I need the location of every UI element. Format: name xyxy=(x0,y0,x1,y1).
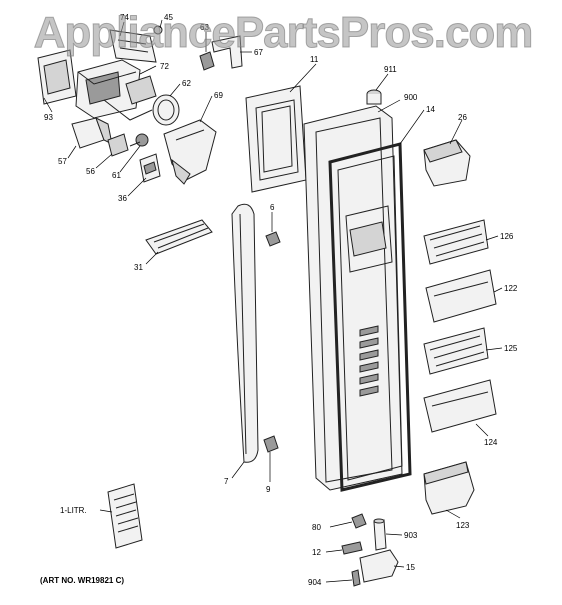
callout-62: 62 xyxy=(182,79,191,88)
callout-93: 93 xyxy=(44,113,53,122)
callout-67: 67 xyxy=(254,48,263,57)
part-123-bin[interactable] xyxy=(423,461,475,515)
part-124-bin[interactable] xyxy=(423,379,497,433)
part-126-bin[interactable] xyxy=(423,219,489,265)
callout-911: 911 xyxy=(384,65,397,74)
part-903-tube[interactable] xyxy=(373,518,387,551)
part-6-cap[interactable] xyxy=(265,231,281,247)
part-122-bin[interactable] xyxy=(425,269,497,323)
callout-904: 904 xyxy=(308,578,322,587)
callout-7: 7 xyxy=(224,477,229,486)
callout-36: 36 xyxy=(118,194,127,203)
callout-14: 14 xyxy=(426,105,435,114)
part-9-cap[interactable] xyxy=(263,435,279,453)
part-63-hinge[interactable] xyxy=(199,51,215,71)
callout-72: 72 xyxy=(160,62,169,71)
callout-80: 80 xyxy=(312,523,321,532)
part-literature[interactable] xyxy=(107,483,143,549)
callout-labels: 74 45 63 67 11 911 72 93 62 900 69 14 26… xyxy=(44,13,518,587)
part-911-plug[interactable] xyxy=(366,89,382,105)
callout-11: 11 xyxy=(310,55,319,64)
part-904-pin[interactable] xyxy=(351,569,361,587)
callout-1-litr: 1-LITR. xyxy=(60,506,87,515)
callout-56: 56 xyxy=(86,167,95,176)
callout-63: 63 xyxy=(200,23,209,32)
part-69-ice-chute[interactable] xyxy=(163,119,217,185)
callout-57: 57 xyxy=(58,157,67,166)
part-62-ring[interactable] xyxy=(152,94,180,126)
part-61-switch[interactable] xyxy=(129,133,149,147)
part-900-door[interactable] xyxy=(303,105,403,491)
part-dispenser-body[interactable] xyxy=(75,59,141,119)
callout-900: 900 xyxy=(404,93,418,102)
part-7-handle[interactable] xyxy=(231,203,259,463)
part-31-shelf[interactable] xyxy=(145,219,213,255)
part-36-switch[interactable] xyxy=(139,153,161,183)
part-74-bracket[interactable] xyxy=(109,29,157,63)
callout-124: 124 xyxy=(484,438,498,447)
callout-123: 123 xyxy=(456,521,470,530)
part-125-bin[interactable] xyxy=(423,327,489,375)
part-72-chute[interactable] xyxy=(103,75,157,121)
callout-122: 122 xyxy=(504,284,518,293)
part-67-bracket[interactable] xyxy=(211,35,243,69)
part-26-cover[interactable] xyxy=(423,139,471,187)
leader-lines xyxy=(43,19,503,583)
callout-31: 31 xyxy=(134,263,143,272)
callout-903: 903 xyxy=(404,531,418,540)
callout-61: 61 xyxy=(112,171,121,180)
callout-6: 6 xyxy=(270,203,275,212)
callout-15: 15 xyxy=(406,563,415,572)
part-11-frame[interactable] xyxy=(245,85,307,193)
part-93-housing[interactable] xyxy=(37,49,77,105)
art-number-label: (ART NO. WR19821 C) xyxy=(40,576,125,585)
part-56-coupling[interactable] xyxy=(107,133,129,157)
part-liner-supports xyxy=(359,325,379,397)
part-80-screw[interactable] xyxy=(351,513,367,529)
callout-126: 126 xyxy=(500,232,514,241)
part-57-motor[interactable] xyxy=(71,116,113,149)
callout-26: 26 xyxy=(458,113,467,122)
callout-69: 69 xyxy=(214,91,223,100)
callout-45: 45 xyxy=(164,13,173,22)
part-15-housing[interactable] xyxy=(359,549,399,583)
callout-12: 12 xyxy=(312,548,321,557)
part-14-gasket[interactable] xyxy=(328,142,412,492)
callout-125: 125 xyxy=(504,344,518,353)
part-45-spring[interactable] xyxy=(153,25,163,35)
part-door-recess xyxy=(345,205,393,273)
callout-74: 74 xyxy=(120,13,129,22)
callout-9: 9 xyxy=(266,485,271,494)
part-12-clip[interactable] xyxy=(341,541,363,555)
